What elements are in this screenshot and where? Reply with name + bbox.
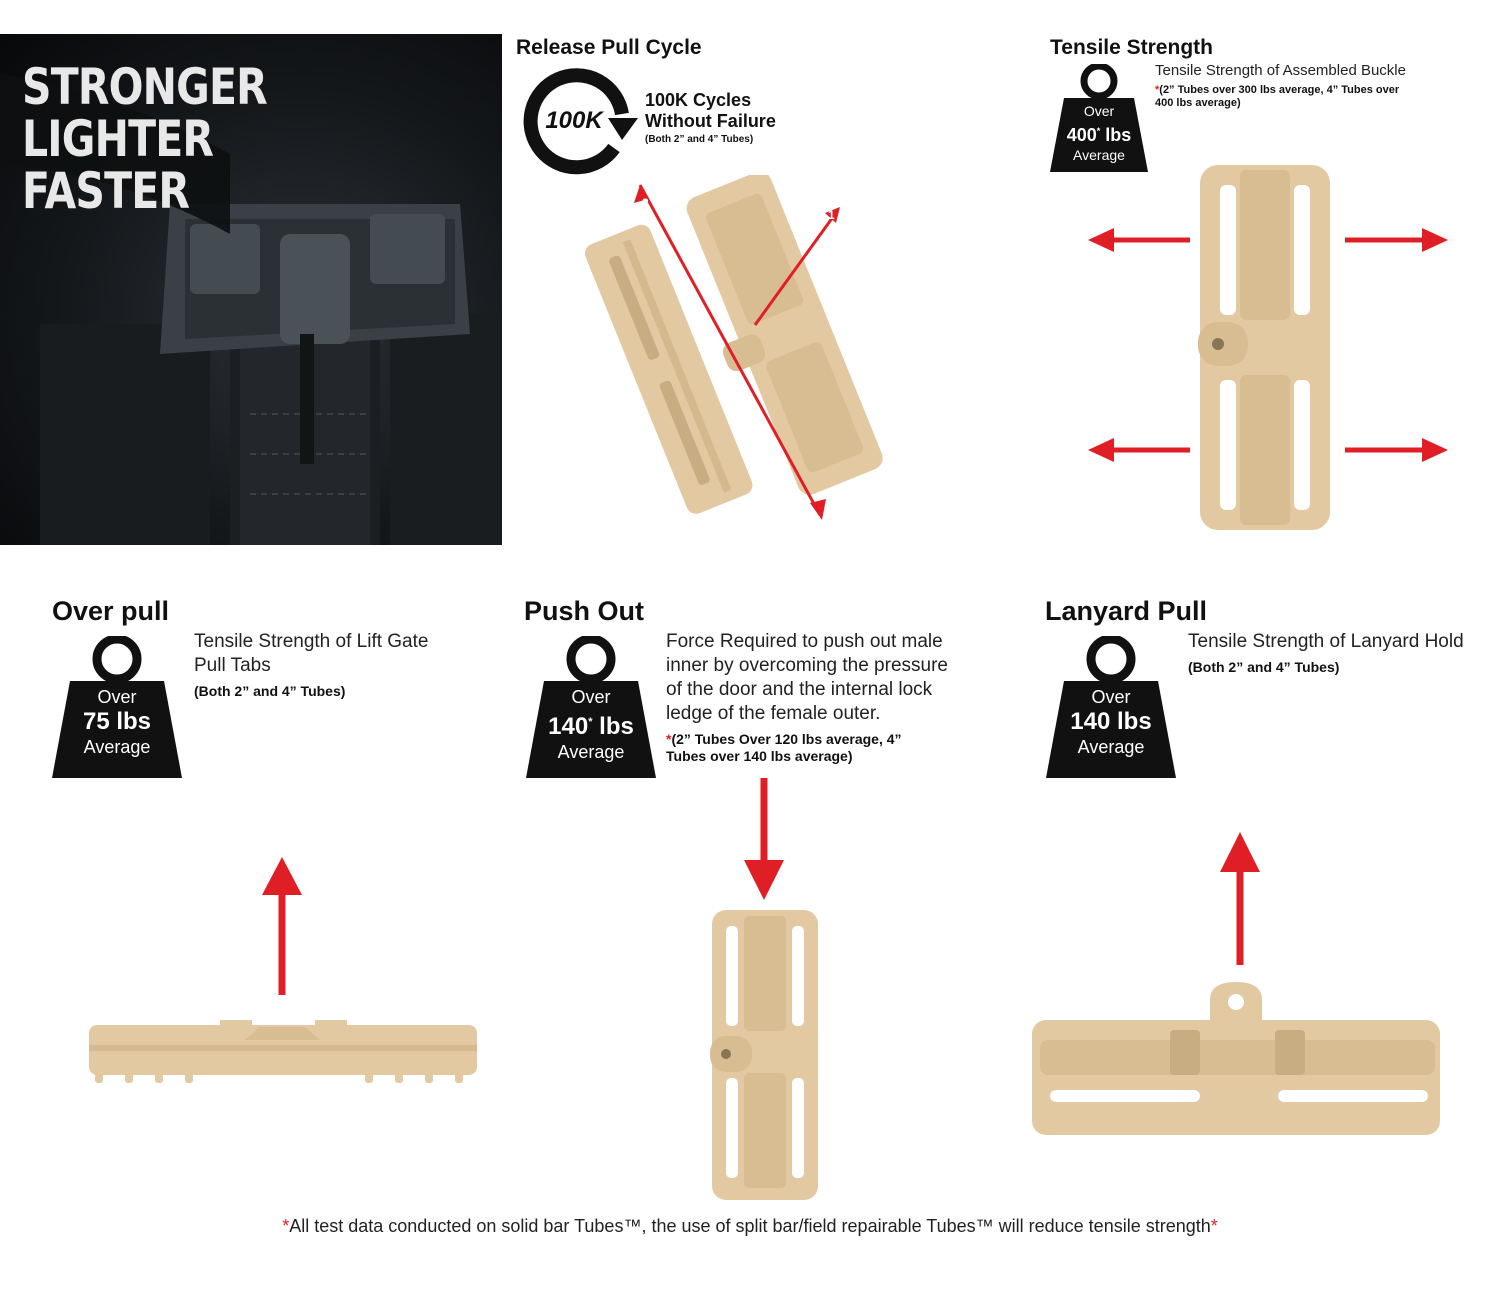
cycle-note: (Both 2” and 4” Tubes) [645,134,754,145]
tensile-desc: Tensile Strength of Assembled Buckle [1155,62,1406,79]
push-out-note: (2” Tubes Over 120 lbs average, 4” Tubes… [666,731,902,764]
over-pull-weight-avg: Average [83,737,151,757]
hero-line-3: FASTER [22,162,190,220]
lanyard-weight-value: 140 lbs [1070,708,1152,735]
tensile-weight-unit: lbs [1100,125,1132,145]
arrow-label-1: 1 [828,208,835,222]
push-out-buckle-illustration [710,778,818,1200]
push-out-note-wrap: *(2” Tubes Over 120 lbs average, 4” Tube… [666,731,902,764]
tensile-note-wrap: *(2” Tubes over 300 lbs average, 4” Tube… [1155,84,1400,109]
lanyard-title: Lanyard Pull [1045,596,1208,626]
weight-icon-push-out: Over 140* lbs Average [526,636,656,778]
over-pull-weight-over: Over [97,687,137,707]
push-out-weight-over: Over [571,687,611,707]
footer-disclaimer: *All test data conducted on solid bar Tu… [282,1216,1218,1236]
release-pull-title: Release Pull Cycle [516,36,702,59]
cycle-badge: 100K [545,107,604,134]
weight-icon-lanyard: Over 140 lbs Average [1046,636,1176,778]
cycle-line-1: 100K Cycles [645,90,752,110]
tensile-weight-over: Over [1083,103,1115,119]
hero-line-2: LIGHTER [22,110,214,168]
push-out-weight-unit: lbs [592,713,634,740]
hero-photo: STRONGER LIGHTER FASTER [0,34,502,545]
weight-icon-tensile: Over 400* lbs Average [1050,64,1148,172]
over-pull-title: Over pull [52,596,170,626]
cycle-line-2: Without Failure [645,111,776,131]
tensile-weight-avg: Average [1073,147,1125,163]
over-pull-note: (Both 2” and 4” Tubes) [194,683,346,699]
tensile-weight-value: 400 [1066,125,1097,145]
footer-text: All test data conducted on solid bar Tub… [289,1216,1211,1236]
lanyard-note: (Both 2” and 4” Tubes) [1188,659,1340,675]
hero-line-1: STRONGER [22,58,268,116]
push-out-weight-value: 140 [548,713,589,740]
cycle-text: 100K Cycles Without Failure (Both 2” and… [645,90,776,145]
tensile-note: (2” Tubes over 300 lbs average, 4” Tubes… [1155,84,1400,109]
lanyard-weight-avg: Average [1077,737,1145,757]
cycle-icon: 100K [523,68,638,175]
buckle-photo [0,74,502,545]
lanyard-buckle-illustration [1032,832,1440,1135]
lanyard-desc: Tensile Strength of Lanyard Hold [1188,631,1464,652]
lanyard-weight-over: Over [1091,687,1131,707]
over-pull-buckle-illustration [89,857,477,1083]
weight-icon-over-pull: Over 75 lbs Average [52,636,182,778]
push-out-weight-avg: Average [557,742,625,762]
arrow-label-2: 2 [642,196,649,210]
over-pull-weight-value: 75 lbs [82,708,152,735]
push-out-desc: Force Required to push out male inner by… [666,631,948,724]
push-out-title: Push Out [524,596,644,626]
tensile-title: Tensile Strength [1050,36,1213,59]
buckle-open-illustration: 2 1 [584,175,883,520]
tensile-buckle-illustration [1088,165,1448,530]
over-pull-desc: Tensile Strength of Lift Gate Pull Tabs [194,631,429,676]
